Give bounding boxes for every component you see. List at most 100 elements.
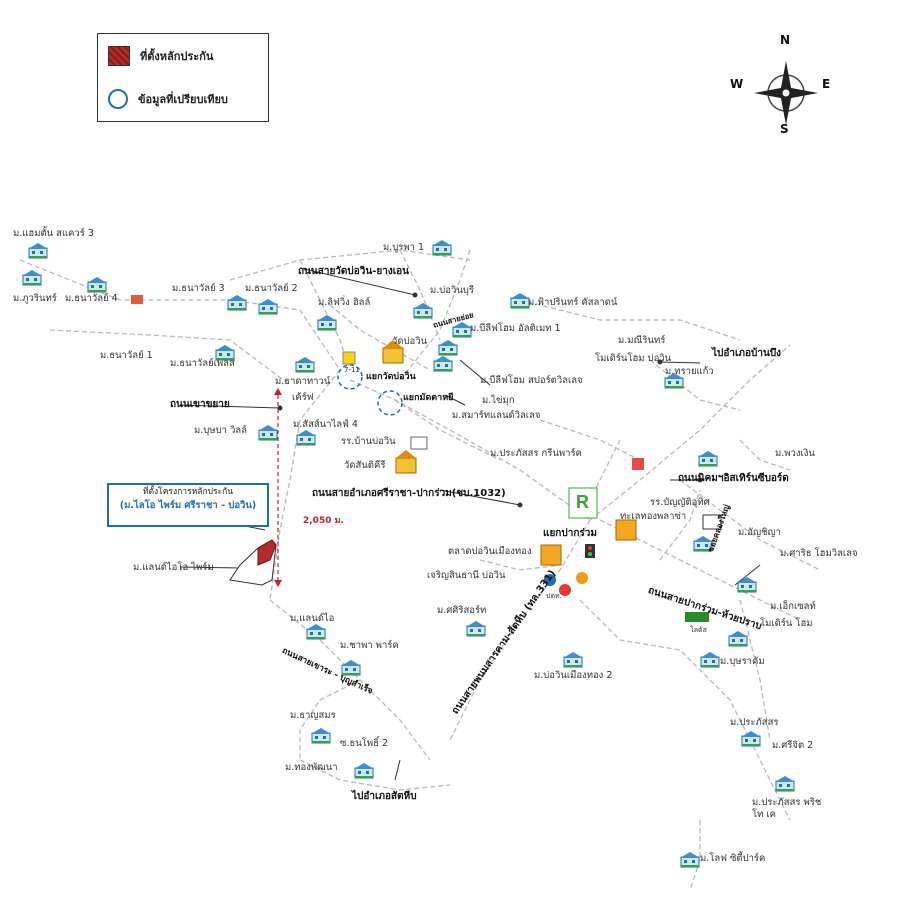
ptt-icon <box>544 574 556 586</box>
gas-icon <box>576 572 588 584</box>
house-icon <box>341 660 361 676</box>
house-icon <box>438 340 458 356</box>
house-icon <box>664 373 684 389</box>
place-label: ม.ศาริธ โฮมวิลเลจ <box>780 548 858 559</box>
legend-project-label: ที่ตั้งหลักประกัน <box>140 50 214 63</box>
place-label: ม.ธนาวัลย์ 2 <box>245 283 298 294</box>
school2-icon <box>702 514 722 530</box>
house-icon <box>433 356 453 372</box>
market-icon <box>540 544 562 566</box>
place-label: ม.พวงเงิน <box>775 448 815 459</box>
place-label: ม.บีลีฟโฮม สปอร์ตวิลเลจ <box>480 375 583 386</box>
compass-rose <box>748 55 824 131</box>
legend-row-comparable: ข้อมูลที่เปรียบเทียบ <box>108 89 228 109</box>
place-label: ม.แลนด์ไอ <box>290 613 335 624</box>
landmark-jaroen: เจริญสินธานี บ่อวิน <box>427 570 506 581</box>
place-label: ม.ธนาวัลย์ 1 <box>100 350 153 361</box>
shell-icon <box>559 584 571 596</box>
compass-n: N <box>780 33 791 47</box>
junction-wat-bowin: แยกวัดบ่อวิน <box>366 372 416 382</box>
place-label: ม.เอ็กเซลท์ <box>770 601 816 612</box>
house-icon <box>680 852 700 868</box>
place-label: ม.บูรพา 1 <box>383 242 425 253</box>
temple-icon <box>395 450 417 474</box>
place-label: ม.ภูวรินทร์ <box>13 293 57 304</box>
project-line2: (ม.ไลโอ ไพร์ม ศรีราชา - บ่อวิน) <box>119 500 257 511</box>
place-label: ม.ศรีจิต 2 <box>772 740 814 751</box>
house-icon <box>510 293 530 309</box>
road-amphoe: ถนนสายอำเภอศรีราชา-ปากร่วม(ชบ.1032) <box>312 488 506 499</box>
compass-e: E <box>822 77 831 91</box>
compass-w: W <box>730 77 744 91</box>
place-label: ม.มณีรินทร์ <box>618 335 666 346</box>
place-label: ม.ทองพัฒนา <box>285 762 338 773</box>
shop-icon-small <box>131 295 143 304</box>
landmark-supermarket: ทะเลทองพลาซ่า <box>620 511 687 522</box>
compass-s: S <box>780 122 789 136</box>
place-label: ม.ไข่มุก <box>482 395 515 406</box>
landmark-market: ตลาดบ่อวินเมืองทอง <box>448 546 532 557</box>
house-icon <box>258 299 278 315</box>
landmark-wat-kiri: วัดสันติคีรี <box>344 460 386 471</box>
road-to-sattahip: ไปอำเภอสัตหีบ <box>352 791 417 802</box>
place-label: เค้ร์ฟ <box>292 392 314 403</box>
place-label: ม.ประภัสสร <box>730 717 779 728</box>
landmark-school: รร.บ้านบ่อวิน <box>341 436 396 447</box>
house-icon <box>258 425 278 441</box>
road-to-ban-bueng: ไปอำเภอบ้านบึง <box>712 348 782 359</box>
road-nikhom: ถนนนิคมฯอิสเทิร์นซีบอร์ด <box>678 473 789 484</box>
house-icon <box>28 243 48 259</box>
house-icon <box>741 731 761 747</box>
junction-mai-nai: แยกมัดตาหยี <box>403 393 454 403</box>
place-label: โมเดิร์นโฮม บ่อวิน <box>595 353 672 364</box>
landmark-seven: 7-11 <box>344 366 360 374</box>
legend-comparable-label: ข้อมูลที่เปรียบเทียบ <box>138 93 228 106</box>
house-icon <box>563 652 583 668</box>
place-label: ม.แฮมตั้น สแควร์ 3 <box>13 228 94 239</box>
place-label: ม.ธาญสมร <box>290 710 336 721</box>
house-icon <box>296 430 316 446</box>
place-label: ม.อัญชิญา <box>738 527 781 538</box>
shop-icon <box>342 351 356 365</box>
place-label: ม.ธนาวัลย์ 4 <box>65 293 118 304</box>
road-khao-khayai: ถนนเขาขยาย <box>170 399 230 410</box>
legend-row-project: ที่ตั้งหลักประกัน <box>108 46 213 66</box>
house-icon <box>311 728 331 744</box>
house-icon <box>693 536 713 552</box>
place-label: ม.สัสส์นาไลฟ์ 4 <box>293 419 358 430</box>
plaza-icon <box>615 519 637 541</box>
house-icon <box>466 621 486 637</box>
place-label: ม.ทรายแก้ว <box>665 366 714 377</box>
house-icon <box>295 357 315 373</box>
place-label: ม.ธาดาทาวน์ <box>275 376 331 387</box>
landmark-lotus: โลตัส <box>690 626 707 634</box>
place-label: ม.แลนด์ไอโอ ไพร์ม <box>133 562 214 573</box>
project-line1: ที่ตั้งโครงการหลักประกัน <box>142 487 234 497</box>
house-icon <box>354 763 374 779</box>
school-icon <box>410 436 428 450</box>
place-label: ม.บุษราคัม <box>720 656 765 667</box>
legend: ที่ตั้งหลักประกัน ข้อมูลที่เปรียบเทียบ <box>97 33 269 122</box>
place-label: ม.สมาร์ทแลนด์วิลเลจ <box>452 410 541 421</box>
road-wat-bowin: ถนนสายวัดบ่อวิน-ยางเอน <box>298 266 409 277</box>
place-label: ม.บุษบา วิลล์ <box>194 425 247 436</box>
distance-label: 2,050 ม. <box>303 516 344 526</box>
house-icon <box>698 451 718 467</box>
house-icon <box>775 776 795 792</box>
project-callout: ที่ตั้งโครงการหลักประกัน (ม.ไลโอ ไพร์ม ศ… <box>107 483 269 527</box>
house-icon <box>317 315 337 331</box>
house-icon <box>452 322 472 338</box>
place-label: ม.บ่อวินบุรี <box>430 285 474 296</box>
lotus-logo <box>685 612 709 622</box>
place-label: ซ.ธนโพธิ์ 2 <box>340 738 388 749</box>
junction-pak-ruam: แยกปากร่วม <box>543 528 597 539</box>
place-label: โมเดิร์น โฮม <box>760 618 813 629</box>
house-icon <box>87 277 107 293</box>
project-swatch-icon <box>108 46 130 66</box>
house-icon <box>215 345 235 361</box>
landmark-school2: รร.บัญญัติอุทิศ <box>650 497 710 508</box>
house-icon <box>728 631 748 647</box>
place-label: ม.ชาพา พาร์ค <box>340 640 399 651</box>
temple-icon <box>382 340 404 364</box>
